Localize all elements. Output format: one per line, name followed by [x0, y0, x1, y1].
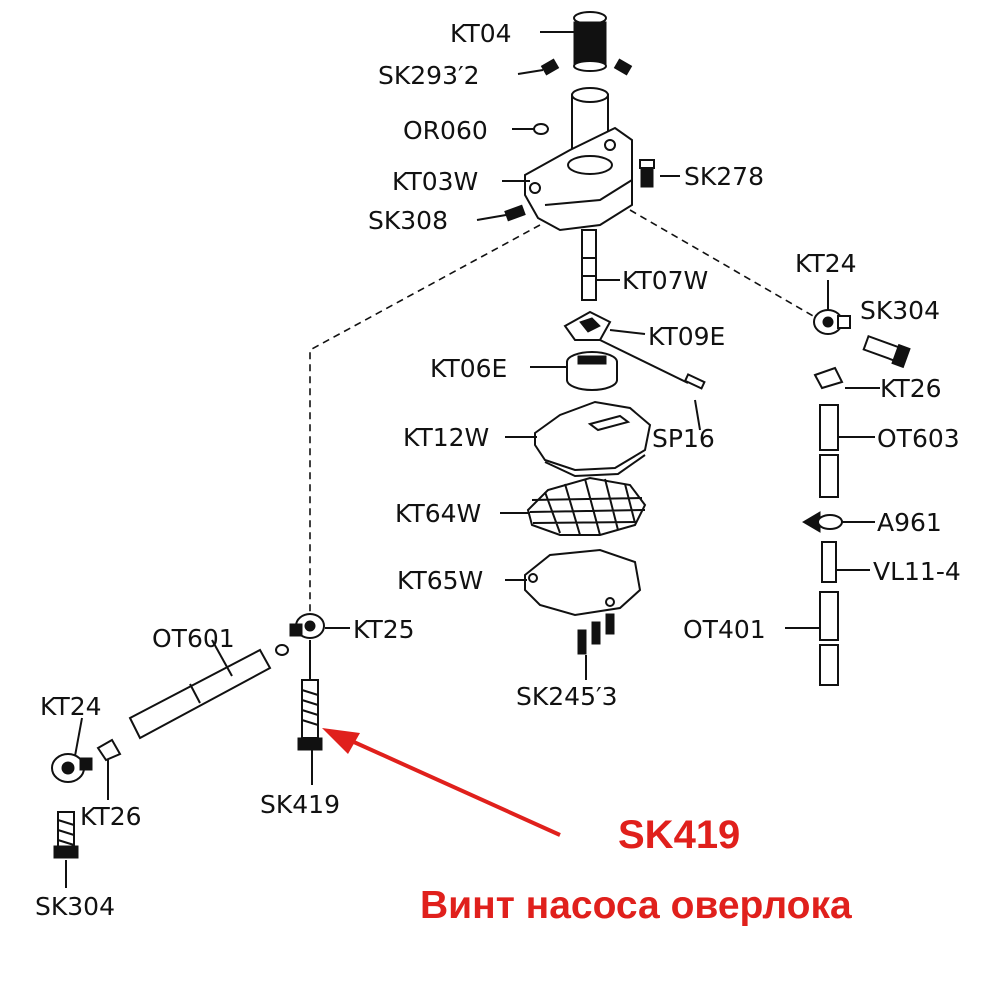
label-sk308: SK308	[368, 206, 448, 235]
part-sk245	[577, 613, 615, 655]
callout-arrow	[322, 728, 561, 837]
part-ot601	[128, 644, 289, 740]
part-sk278	[639, 159, 655, 188]
label-ot601: OT601	[152, 624, 235, 653]
part-kt12w	[534, 400, 652, 478]
part-kt64w	[526, 476, 647, 536]
part-sk308	[504, 204, 526, 222]
assembly-line-right	[629, 209, 821, 321]
label-a961: A961	[877, 508, 942, 537]
part-kt04	[573, 11, 607, 72]
part-sk293	[540, 58, 633, 76]
part-kt25	[289, 613, 325, 680]
part-kt06e	[566, 351, 618, 391]
label-kt24-left: KT24	[40, 692, 102, 721]
part-a961	[802, 511, 843, 533]
label-kt26-right: KT26	[880, 374, 942, 403]
part-kt65w	[524, 548, 642, 617]
label-kt12w: KT12W	[403, 423, 489, 452]
part-sp16	[599, 339, 706, 390]
label-kt06e: KT06E	[430, 354, 507, 383]
label-sp16: SP16	[652, 424, 715, 453]
part-kt24-right	[813, 309, 851, 335]
part-or060	[533, 123, 549, 135]
part-kt24-left	[51, 753, 93, 783]
label-ot603: OT603	[877, 424, 960, 453]
label-sk293: SK293′2	[378, 61, 480, 90]
label-vl11-4: VL11-4	[873, 557, 961, 586]
part-ot603	[819, 404, 839, 498]
label-kt64w: KT64W	[395, 499, 481, 528]
part-sk304-right	[862, 334, 911, 369]
label-kt26-left: KT26	[80, 802, 142, 831]
part-sk419	[297, 679, 323, 751]
part-vl11-4	[821, 541, 837, 583]
leader-lines	[65, 31, 880, 888]
label-kt07w: KT07W	[622, 266, 708, 295]
label-kt25: KT25	[353, 615, 415, 644]
label-sk278: SK278	[684, 162, 764, 191]
assembly-line-left	[309, 224, 541, 620]
part-kt07w	[581, 229, 597, 301]
label-ot401: OT401	[683, 615, 766, 644]
label-sk419: SK419	[260, 790, 340, 819]
label-or060: OR060	[403, 116, 488, 145]
part-ot401	[819, 591, 839, 686]
label-kt03w: KT03W	[392, 167, 478, 196]
part-kt26-left	[96, 738, 122, 762]
callout-title: SK419	[618, 813, 740, 857]
label-sk304-right: SK304	[860, 296, 940, 325]
callout-subtitle: Винт насоса оверлока	[420, 884, 852, 927]
label-sk304-left: SK304	[35, 892, 115, 921]
part-kt26-right	[813, 366, 844, 390]
label-sk245: SK245′3	[516, 682, 618, 711]
part-kt03w	[524, 87, 633, 232]
label-kt04: KT04	[450, 19, 512, 48]
label-kt24-right: KT24	[795, 249, 857, 278]
part-sk304-left	[53, 811, 79, 859]
label-kt65w: KT65W	[397, 566, 483, 595]
label-kt09e: KT09E	[648, 322, 725, 351]
